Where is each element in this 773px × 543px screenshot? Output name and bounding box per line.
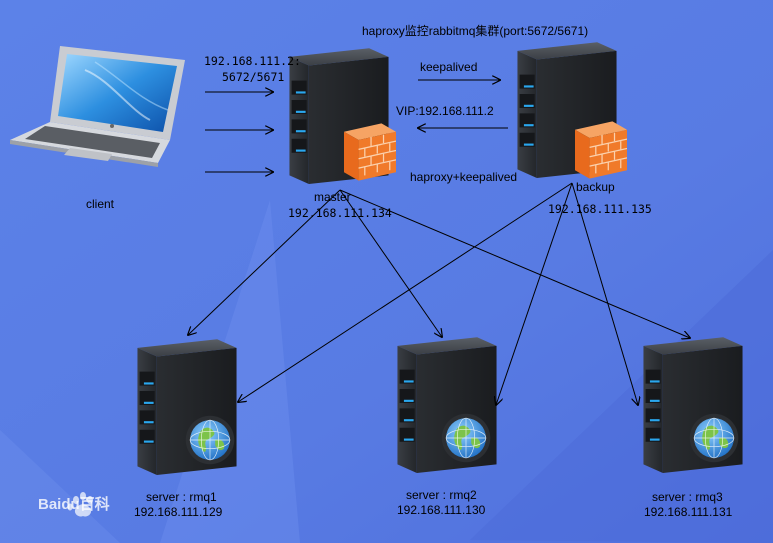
rmq2-name: server : rmq2 [406, 488, 477, 502]
rmq3-ip: 192.168.111.131 [644, 505, 733, 519]
client-address-line2: 5672/5671 [222, 70, 285, 84]
baidu-watermark-logo [67, 492, 93, 517]
master-name: master [314, 190, 351, 204]
background-decor-corner [0, 430, 120, 543]
keepalived-label: keepalived [420, 60, 478, 74]
laptop-icon [10, 46, 185, 167]
haproxy-keepalived-label: haproxy+keepalived [410, 170, 518, 184]
master-to-rmq3-arrow [339, 189, 690, 338]
master-to-rmq1-arrow [188, 189, 341, 335]
master-to-rmq2-arrow [339, 189, 442, 337]
rmq2-ip: 192.168.111.130 [397, 503, 486, 517]
backup-to-rmq1-arrow [238, 182, 573, 402]
backup-name: backup [576, 180, 615, 194]
client-address-line1: 192.168.111.2: [204, 54, 301, 68]
baidu-watermark: Baidu百科 [38, 496, 110, 513]
rmq3-server-icon [643, 337, 743, 473]
rmq1-ip: 192.168.111.129 [134, 505, 223, 519]
rmq1-name: server : rmq1 [146, 490, 217, 504]
master-ip: 192.168.111.134 [288, 206, 392, 220]
rmq1-server-icon [137, 339, 237, 475]
client-label: client [86, 197, 115, 211]
vip-label: VIP:192.168.111.2 [396, 104, 494, 118]
backup-server-icon [517, 42, 627, 180]
backup-ip: 192.168.111.135 [548, 202, 652, 216]
master-server-icon [289, 48, 396, 184]
diagram-title: haproxy监控rabbitmq集群(port:5672/5671) [362, 24, 589, 38]
rmq2-server-icon [397, 337, 497, 473]
backup-to-rmq3-arrow [571, 182, 638, 405]
backup-to-rmq2-arrow [496, 182, 573, 405]
background-decor [470, 250, 773, 543]
rmq3-name: server : rmq3 [652, 490, 723, 504]
